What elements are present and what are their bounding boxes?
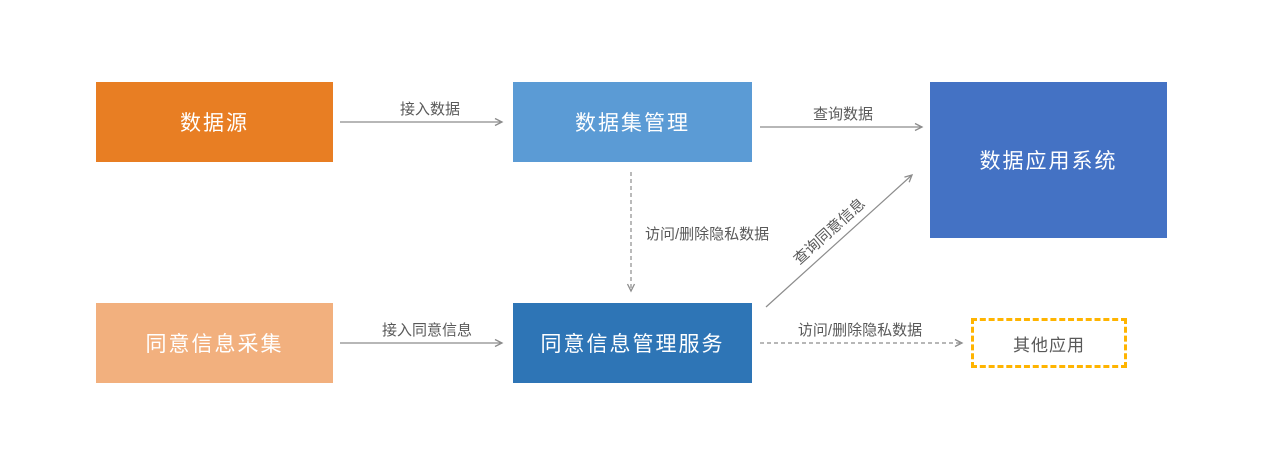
edge-query-consent-line	[765, 174, 914, 308]
node-other-applications: 其他应用	[971, 318, 1127, 368]
node-consent-management-service: 同意信息管理服务	[513, 303, 752, 383]
node-data-application-system: 数据应用系统	[930, 82, 1167, 238]
edge-label-access-delete-private-data-horizontal: 访问/删除隐私数据	[797, 322, 923, 339]
node-dataset-management: 数据集管理	[513, 82, 752, 162]
edge-label-access-consent-info: 接入同意信息	[381, 322, 472, 339]
edge-label-access-delete-private-data-vertical: 访问/删除隐私数据	[645, 226, 770, 243]
node-data-source: 数据源	[96, 82, 333, 162]
edge-label-query-data: 查询数据	[812, 106, 873, 123]
edge-label-access-data: 接入数据	[399, 101, 460, 118]
node-consent-info-collection: 同意信息采集	[96, 303, 333, 383]
